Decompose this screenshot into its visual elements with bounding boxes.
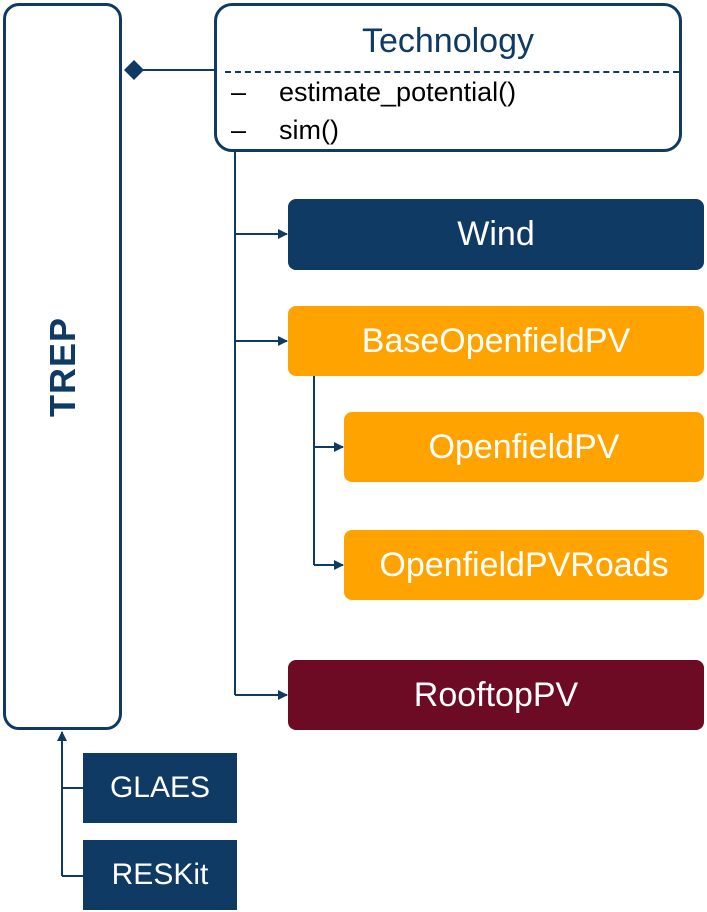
method-name: estimate_potential()	[279, 77, 517, 107]
trep-container: TREP	[3, 3, 122, 730]
trep-label: TREP	[41, 316, 83, 417]
composition-diamond	[124, 60, 144, 80]
wind-class-box: Wind	[288, 199, 704, 270]
method-prefix: –	[231, 115, 247, 145]
method-estimate-potential: – estimate_potential()	[231, 76, 516, 108]
reskit-box: RESKit	[83, 840, 237, 910]
openfieldpvroads-class-box: OpenfieldPVRoads	[344, 530, 704, 600]
method-prefix: –	[231, 77, 247, 107]
technology-title: Technology	[361, 22, 534, 60]
technology-class-box: Technology – estimate_potential() – sim()	[214, 3, 682, 152]
method-name: sim()	[279, 115, 339, 145]
rooftoppv-class-box: RooftopPV	[288, 660, 704, 730]
method-sim: – sim()	[231, 114, 339, 146]
openfieldpv-class-box: OpenfieldPV	[344, 412, 704, 482]
baseopenfieldpv-class-box: BaseOpenfieldPV	[288, 306, 704, 376]
glaes-box: GLAES	[83, 753, 237, 823]
technology-divider	[225, 71, 679, 73]
